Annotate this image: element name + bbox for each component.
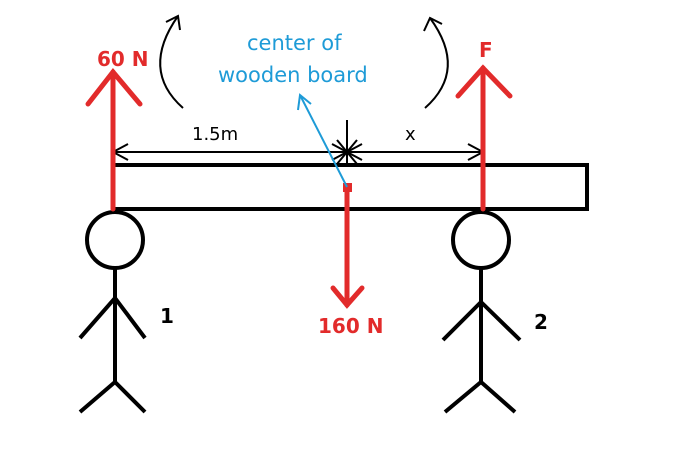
force-right-label: F bbox=[479, 38, 493, 62]
force-arrow-right bbox=[455, 64, 513, 212]
center-pointer bbox=[297, 93, 348, 188]
dimension-lines bbox=[110, 120, 486, 165]
weight-arrow bbox=[330, 185, 365, 309]
person-1 bbox=[78, 210, 147, 414]
rotation-arrow-right bbox=[424, 17, 449, 109]
distance-left-label: 1.5m bbox=[192, 124, 239, 145]
rotation-arrows bbox=[159, 14, 449, 109]
weight-label: 160 N bbox=[318, 314, 384, 338]
person-2-label: 2 bbox=[534, 310, 548, 334]
force-arrow-left bbox=[85, 68, 143, 212]
force-left-label: 60 N bbox=[97, 47, 149, 71]
center-marker bbox=[343, 183, 352, 192]
distance-right-label: x bbox=[405, 124, 416, 145]
person-2 bbox=[441, 210, 522, 414]
person-1-label: 1 bbox=[160, 304, 174, 328]
center-label-line2: wooden board bbox=[218, 63, 368, 87]
center-label-line1: center of bbox=[247, 31, 342, 55]
rotation-arrow-left bbox=[159, 15, 184, 109]
